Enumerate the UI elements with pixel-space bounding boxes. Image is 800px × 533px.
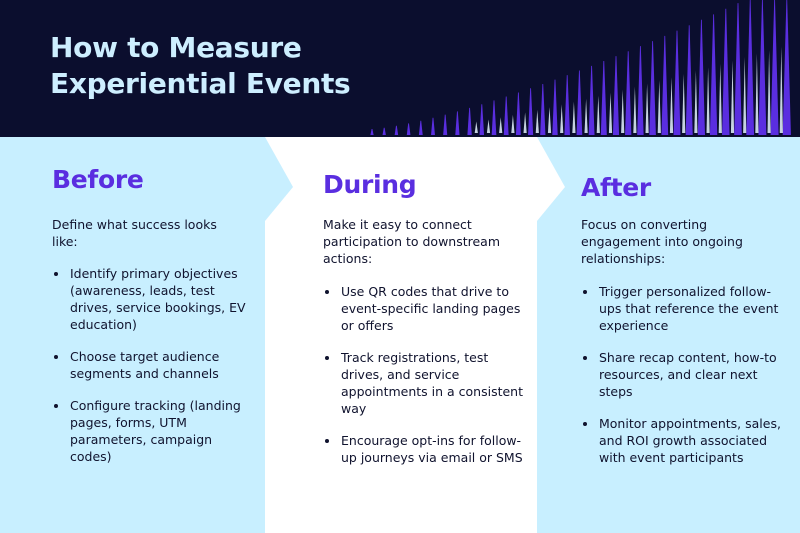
spike-highlight [523,112,527,133]
chevron-right-icon [265,137,293,221]
list-item: Trigger personalized follow-ups that ref… [581,283,786,334]
list-item: Configure tracking (landing pages, forms… [52,397,257,465]
spike-mark [576,70,583,135]
spike-highlight [560,104,564,133]
spike-highlight [621,89,625,133]
spike-mark [612,56,620,135]
spike-mark [600,61,607,135]
spike-mark [467,107,472,135]
spike-highlight [755,53,759,133]
list-item: Encourage opt-ins for follow-up journeys… [323,432,528,466]
spike-mark [588,65,595,135]
spike-mark [540,84,546,135]
spike-highlight [511,114,515,133]
spike-highlight [743,57,747,133]
spike-highlight [474,121,478,133]
spike-highlight [572,101,576,133]
spike-highlight [608,92,613,133]
spike-mark [734,3,742,136]
spike-highlight [730,60,735,133]
title-line-2: Experiential Events [50,67,351,100]
list-item: Share recap content, how-to resources, a… [581,349,786,400]
stage-heading: During [323,170,417,199]
spike-mark [782,0,791,135]
spike-highlight [633,86,637,133]
spike-highlight [584,98,588,133]
spike-highlight [669,77,674,133]
stage-after: After Focus on converting engagement int… [537,137,800,533]
spike-mark [406,123,411,135]
stage-before: Before Define what success looks like: I… [0,137,265,533]
stage-bullets: Trigger personalized follow-ups that ref… [581,283,786,481]
spike-highlight [718,63,722,133]
spike-mark [661,35,669,135]
spike-mark [685,25,693,135]
spike-highlight [706,67,710,133]
spike-mark [515,92,521,135]
spike-highlight [535,109,539,133]
stage-intro: Make it easy to connect participation to… [323,217,501,266]
spike-mark [443,114,448,135]
page-title: How to Measure Experiential Events [50,30,351,102]
stage-panels: Before Define what success looks like: I… [0,137,800,533]
spike-mark [564,75,570,135]
spike-mark [746,0,755,135]
spike-mark [418,120,423,135]
spike-mark [770,0,779,135]
stage-bullets: Use QR codes that drive to event-specifi… [323,283,528,481]
spike-highlight [779,46,783,134]
spike-highlight [767,50,771,133]
spike-mark [370,129,374,135]
spike-mark [382,127,386,135]
list-item: Track registrations, test drives, and se… [323,349,528,417]
list-item: Identify primary objectives (awareness, … [52,265,257,333]
spike-mark [479,104,485,135]
spike-mark [673,30,681,135]
spike-mark [649,41,656,135]
spike-mark [431,117,435,135]
chevron-right-icon [537,137,565,221]
spike-mark [637,46,644,135]
spike-mark [552,79,558,135]
spike-mark [758,0,767,135]
stage-intro: Define what success looks like: [52,217,217,249]
spike-mark [455,111,460,135]
list-item: Choose target audience segments and chan… [52,348,257,382]
stage-bullets: Identify primary objectives (awareness, … [52,265,257,480]
stage-heading: Before [52,165,144,194]
spike-mark [709,14,718,135]
spike-highlight [694,70,698,133]
spike-mark [625,51,632,135]
spike-mark [697,19,706,136]
spike-mark [491,100,497,135]
list-item: Monitor appointments, sales, and ROI gro… [581,415,786,466]
stage-intro: Focus on converting engagement into ongo… [581,217,743,266]
list-item: Use QR codes that drive to event-specifi… [323,283,528,334]
spike-mark [503,96,509,135]
spike-highlight [682,73,686,133]
stage-during: During Make it easy to connect participa… [265,137,537,533]
spike-graphic [370,0,791,136]
spike-mark [722,8,730,136]
stage-heading: After [581,173,651,202]
title-line-1: How to Measure [50,31,302,64]
spike-highlight [657,80,661,133]
spike-mark [394,125,399,135]
spike-highlight [596,95,600,133]
spike-highlight [499,117,503,133]
spike-highlight [645,83,649,133]
spike-highlight [547,107,552,133]
header-banner: How to Measure Experiential Events [0,0,800,137]
spike-mark [528,88,534,135]
spike-highlight [486,119,491,133]
